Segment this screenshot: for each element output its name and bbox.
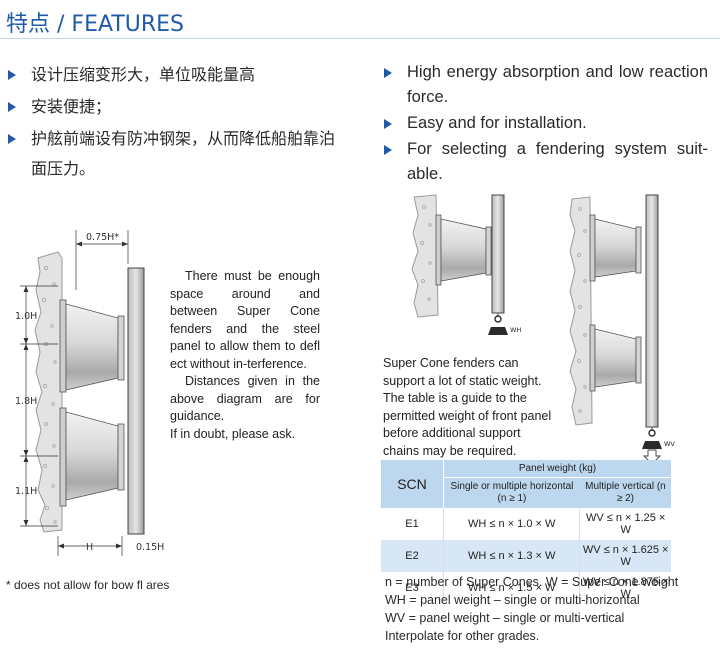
cone-front-upper (117, 315, 125, 381)
weight-v-icon (642, 441, 662, 449)
feature-item-cn-2: 安装便捷； (6, 92, 336, 122)
dim-h3-label: 1.1H (15, 486, 37, 497)
cell-vertical: WV ≤ n × 1.625 × W (579, 540, 671, 572)
col-group-panel-weight: Panel weight (kg) (443, 460, 671, 478)
cell-grade: E2 (381, 540, 444, 572)
cone-front-lower (117, 423, 125, 491)
cell-horizontal: WH ≤ n × 1.0 × W (443, 508, 581, 540)
dim-bottom-panel-label: 0.15H (136, 542, 164, 553)
dim-h2-label: 1.8H (15, 396, 37, 407)
formula-legend: n = number of Super Cones. W = Super Con… (385, 573, 678, 645)
title-en: FEATURES (71, 12, 185, 37)
cell-vertical: WV ≤ n × 1.875 × W (582, 576, 669, 600)
col-horizontal: Single or multiple horizontal (n ≥ 1) (443, 477, 580, 508)
cone-flange-upper (59, 299, 67, 393)
spacing-note-line2: Distances given in the above diagram are… (170, 374, 320, 423)
steel-panel (127, 267, 145, 535)
feature-list-cn: 设计压缩变形大，单位吸能量高 安装便捷； 护舷前端设有防冲钢架，从而降低船舶靠泊… (6, 60, 336, 186)
cell-horizontal: WH ≤ n × 1.3 × W (443, 540, 581, 572)
quay-wall (34, 251, 63, 533)
quay-wall-horizontal (411, 194, 439, 318)
cell-horizontal: WH ≤ n × 1.5 × W (443, 572, 581, 604)
weight-v-label: WV (664, 440, 675, 448)
spacing-diagram: 0.75H* 1.0H 1.8H 1.1H H 0.15H (15, 230, 164, 556)
legend-line: WV = panel weight – single or multi-vert… (385, 611, 625, 625)
footnote: * does not allow for bow fl ares (6, 578, 170, 592)
page-title: 特点 / FEATURES (6, 6, 184, 38)
bullet-triangle-icon (8, 70, 16, 80)
weight-h-label: WH (510, 326, 521, 334)
dim-bottom-h-label: H (86, 542, 93, 553)
legend-line: WH = panel weight – single or multi-hori… (385, 593, 640, 607)
dim-h1-label: 1.0H (15, 311, 37, 322)
bullet-triangle-icon (8, 134, 16, 144)
cell-vertical: WV ≤ n × 1.25 × W (585, 512, 666, 536)
weight-note-text: Super Cone fenders can support a lot of … (383, 356, 552, 458)
col-vertical: Multiple vertical (n ≥ 2) (579, 477, 671, 508)
panel-weight-table: SCN Panel weight (kg) Single or multiple… (381, 460, 671, 604)
cone-flange-lower (59, 407, 67, 507)
feature-item-cn-1: 设计压缩变形大，单位吸能量高 (6, 60, 336, 90)
col-scn: SCN (381, 460, 444, 508)
header-divider (0, 38, 720, 39)
cell-grade: E1 (381, 508, 444, 540)
feature-item-en-1: High energy absorption and low reaction … (382, 60, 708, 110)
title-cn: 特点 (6, 12, 51, 37)
quay-wall-vertical (569, 196, 593, 426)
bullet-triangle-icon (384, 145, 392, 155)
legend-line: Interpolate for other grades. (385, 629, 540, 643)
legend-line: n = number of Super Cones. W = Super Con… (385, 575, 679, 589)
spacing-note-line1: There must be enough space around and be… (170, 269, 320, 371)
cell-grade: E3 (381, 572, 444, 604)
weight-diagram: WH WV (411, 194, 675, 465)
table-row: E2 WH ≤ n × 1.3 × W WV ≤ n × 1.625 × W (381, 540, 671, 572)
table-row: E3 WH ≤ n × 1.5 × W WV ≤ n × 1.875 × W (381, 572, 671, 604)
bullet-triangle-icon (384, 68, 392, 78)
weight-h-icon (488, 327, 508, 335)
cone-body-upper (65, 303, 119, 391)
feature-item-en-3: For selecting a fendering system suit-ab… (382, 137, 708, 187)
spacing-note-line3: If in doubt, please ask. (170, 426, 296, 441)
steel-panel-vertical (645, 194, 659, 428)
feature-item-en-2: Easy and for installation. (382, 111, 708, 136)
weight-note: Super Cone fenders can support a lot of … (383, 355, 559, 460)
title-separator: / (50, 12, 72, 37)
steel-panel-horizontal (491, 194, 505, 314)
spacing-note: There must be enough space around and be… (170, 268, 320, 443)
cone-body-lower (65, 411, 119, 501)
dim-top-label: 0.75H* (86, 232, 119, 243)
feature-list-en: High energy absorption and low reaction … (382, 60, 708, 188)
feature-item-cn-3: 护舷前端设有防冲钢架，从而降低船舶靠泊面压力。 (6, 124, 336, 184)
bullet-triangle-icon (8, 102, 16, 112)
bullet-triangle-icon (384, 119, 392, 129)
table-row: E1 WH ≤ n × 1.0 × W WV ≤ n × 1.25 × W (381, 508, 671, 540)
